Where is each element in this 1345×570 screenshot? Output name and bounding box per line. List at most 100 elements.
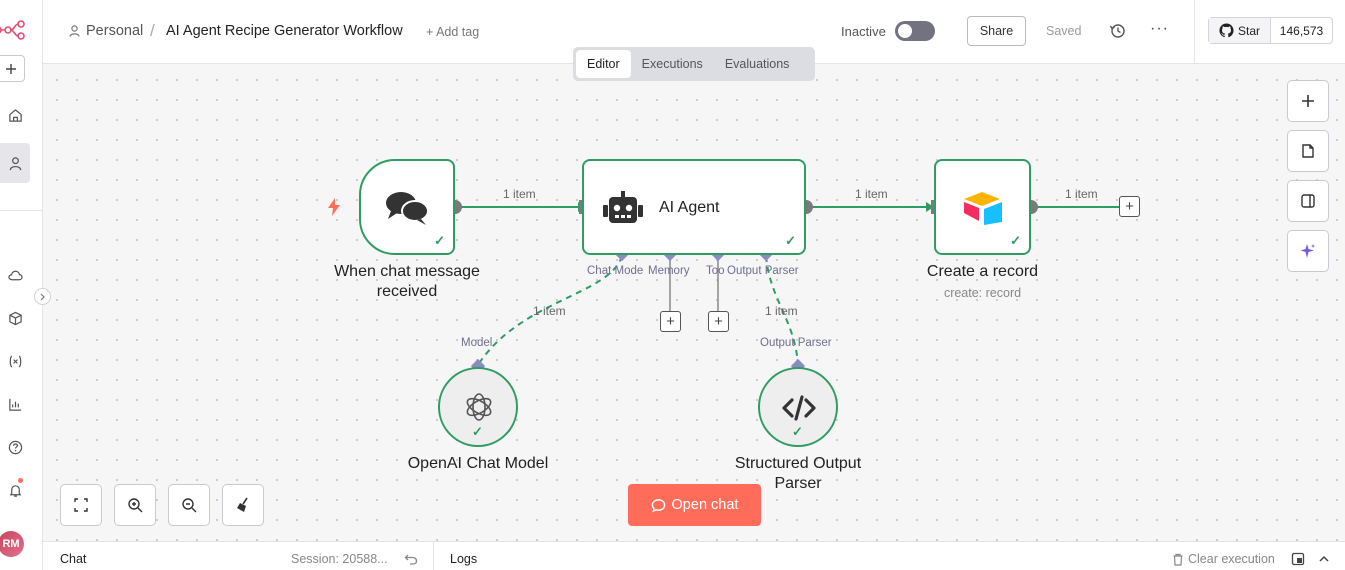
port-label-memory: Memory: [648, 265, 690, 277]
sidebar-item-notifications[interactable]: [0, 475, 30, 505]
plus-icon: [1302, 95, 1314, 107]
workflow-title[interactable]: AI Agent Recipe Generator Workflow: [166, 23, 403, 39]
user-icon: [69, 25, 80, 37]
plus-icon: [5, 63, 16, 74]
sticky-note-button[interactable]: [1287, 130, 1329, 172]
share-button[interactable]: Share: [967, 16, 1026, 46]
node-structured-output-parser[interactable]: ✓: [758, 367, 838, 447]
cloud-icon: [7, 270, 23, 280]
port-label-tool: Too: [706, 265, 725, 277]
sidebar-item-insights[interactable]: [0, 389, 30, 419]
clear-execution-label: Clear execution: [1188, 552, 1275, 566]
chat-panel-title[interactable]: Chat: [60, 552, 87, 566]
n8n-logo-icon[interactable]: [0, 20, 26, 45]
view-tabs: Editor Executions Evaluations: [573, 47, 815, 81]
add-node-after-airtable-button[interactable]: +: [1119, 196, 1140, 217]
saved-status: Saved: [1046, 24, 1082, 38]
add-tool-button[interactable]: +: [708, 311, 729, 332]
history-icon[interactable]: [1109, 22, 1127, 40]
project-name: Personal: [86, 23, 144, 39]
reset-session-icon[interactable]: [404, 552, 418, 566]
github-star-label: Star: [1237, 23, 1260, 38]
sidebar-divider: [0, 210, 43, 211]
fit-view-button[interactable]: [60, 484, 102, 526]
notification-dot: [18, 478, 23, 483]
sidebar-collapse-button[interactable]: [34, 288, 51, 305]
github-star-count: 146,573: [1279, 23, 1324, 38]
github-star-widget[interactable]: Star 146,573: [1208, 17, 1333, 44]
node-ai-agent-label: AI Agent: [659, 199, 720, 216]
github-star-button[interactable]: Star: [1209, 18, 1271, 43]
ai-assistant-button[interactable]: [1287, 230, 1329, 272]
node-ai-agent[interactable]: AI Agent ✓: [582, 159, 806, 255]
chat-bubbles-icon: [385, 189, 429, 232]
tab-editor[interactable]: Editor: [576, 50, 631, 78]
sidebar-item-variables[interactable]: [0, 346, 30, 376]
more-options-icon[interactable]: ···: [1150, 20, 1169, 37]
trigger-bolt-icon: [327, 198, 341, 221]
edge-label-airtable-out: 1 item: [1065, 187, 1098, 201]
avatar[interactable]: RM: [0, 531, 24, 557]
sidebar-item-personal[interactable]: [0, 143, 30, 183]
sidebar-item-home[interactable]: [0, 100, 30, 130]
home-icon: [8, 108, 22, 122]
openai-logo-icon: [463, 391, 495, 428]
sidebar-item-help[interactable]: [0, 432, 30, 462]
chevron-right-icon: [40, 293, 45, 300]
broom-icon: [237, 497, 248, 512]
port-label-output-parser: Output Parser: [727, 265, 799, 277]
success-check-icon: ✓: [785, 233, 796, 248]
open-chat-button[interactable]: Open chat: [628, 484, 761, 526]
tab-evaluations[interactable]: Evaluations: [724, 57, 790, 71]
workflow-canvas[interactable]: [43, 64, 1345, 541]
add-tag-button[interactable]: + Add tag: [426, 25, 480, 39]
clear-execution-button[interactable]: Clear execution: [1172, 552, 1275, 566]
package-icon: [8, 311, 22, 325]
header-divider: [1194, 0, 1195, 64]
zoom-out-button[interactable]: [168, 484, 210, 526]
create-new-button[interactable]: [0, 55, 25, 82]
tidy-up-button[interactable]: [222, 484, 264, 526]
breadcrumb-separator: /: [150, 21, 155, 40]
toggle-panel-button[interactable]: [1287, 180, 1329, 222]
zoom-in-button[interactable]: [114, 484, 156, 526]
edge-label-model: 1 item: [533, 304, 566, 318]
node-airtable-label: Create a record: [926, 263, 1039, 280]
breadcrumb[interactable]: Personal: [69, 23, 143, 39]
trash-icon: [1173, 553, 1183, 566]
airtable-logo-icon: [962, 191, 1004, 230]
sparkle-icon: [1300, 244, 1316, 258]
node-parser-label: Structured Output Parser: [734, 455, 862, 492]
edge-label-agent-airtable: 1 item: [855, 187, 888, 201]
sidebar-item-templates[interactable]: [0, 303, 30, 333]
fit-view-icon: [74, 498, 88, 512]
zoom-out-icon: [182, 498, 197, 513]
pop-out-icon[interactable]: [1291, 552, 1305, 566]
github-icon: [1219, 23, 1234, 38]
bottom-panel: Chat Session: 20588... Logs Clear execut…: [43, 541, 1345, 570]
node-openai-label: OpenAI Chat Model: [407, 455, 549, 472]
node-openai-chat-model[interactable]: ✓: [438, 367, 518, 447]
node-airtable[interactable]: ✓: [934, 159, 1031, 255]
zoom-in-icon: [128, 498, 143, 513]
bottom-divider: [433, 542, 434, 570]
bell-icon: [9, 484, 21, 497]
chat-bubble-icon: [651, 498, 665, 512]
tab-executions[interactable]: Executions: [641, 57, 703, 71]
add-node-button[interactable]: [1287, 80, 1329, 122]
port-label-parser-in: Output Parser: [760, 337, 832, 349]
logs-panel-title[interactable]: Logs: [450, 552, 478, 566]
active-toggle[interactable]: [895, 21, 935, 41]
sidebar-item-cloud[interactable]: [0, 260, 30, 290]
node-chat-trigger[interactable]: ✓: [359, 159, 455, 255]
chevron-up-icon[interactable]: [1317, 552, 1331, 566]
help-icon: [8, 440, 22, 454]
success-check-icon: ✓: [792, 424, 803, 439]
success-check-icon: ✓: [1010, 233, 1021, 248]
user-icon: [9, 156, 21, 170]
robot-icon: [602, 191, 644, 230]
port-label-model-in: Model: [461, 337, 493, 349]
add-memory-button[interactable]: +: [660, 311, 681, 332]
bar-chart-icon: [8, 398, 21, 411]
